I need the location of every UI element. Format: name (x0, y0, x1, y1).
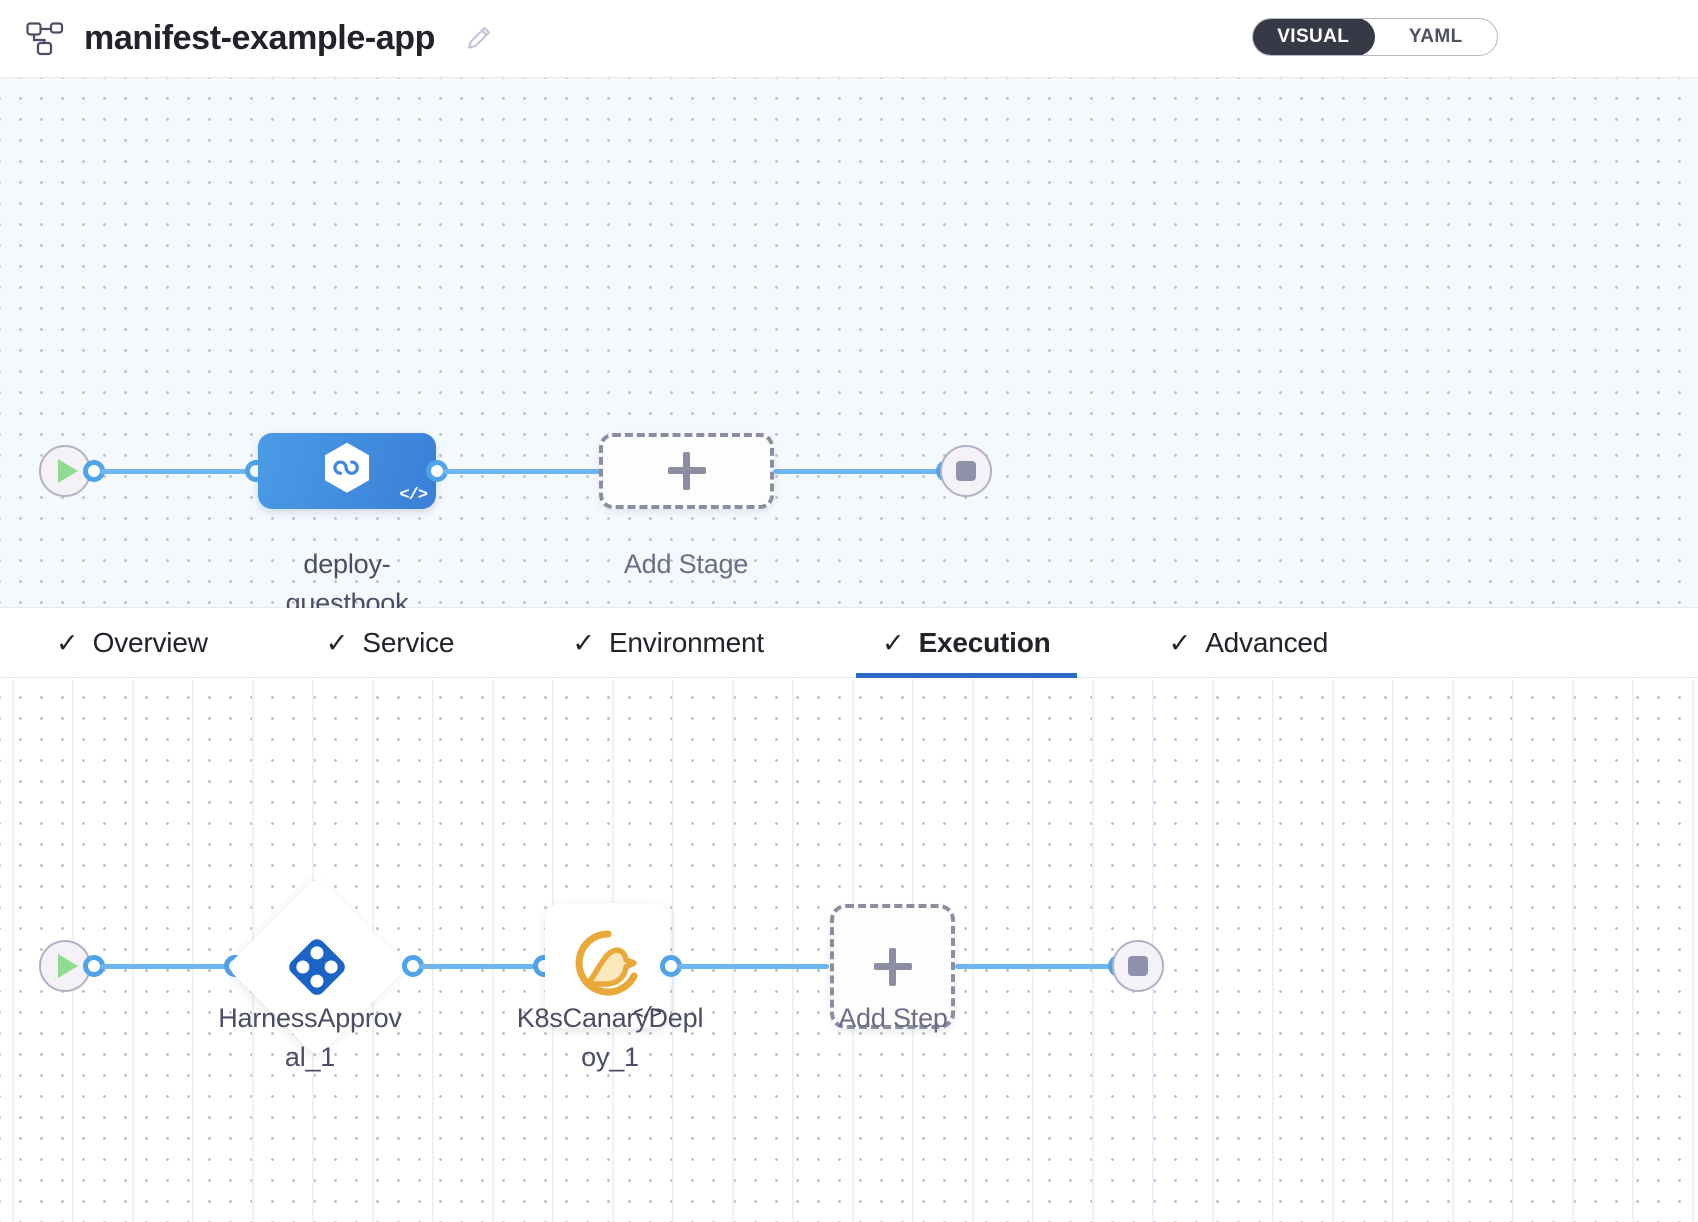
stage-graph-canvas[interactable]: </> deploy- guestbook Add Stage (0, 78, 1698, 618)
edge-canary-to-addstep (677, 964, 829, 969)
tab-environment-label: Environment (608, 627, 764, 658)
stage-label-line-1: deploy- (303, 549, 391, 579)
stage-code-badge-icon: </> (399, 486, 428, 505)
step-node-k8s-canary-deploy[interactable]: </> (545, 903, 670, 1028)
execution-end-node[interactable] (1112, 940, 1164, 992)
edge-start-to-stage (100, 469, 255, 474)
mode-option-yaml[interactable]: YAML (1408, 26, 1463, 47)
edge-start-to-approval (100, 964, 232, 969)
plus-icon (667, 452, 706, 490)
stage-config-tabs: ✓ Overview ✓ Service ✓ Environment ✓ Exe… (0, 608, 1698, 678)
check-icon: ✓ (325, 627, 349, 658)
pipeline-end-node[interactable] (940, 445, 992, 497)
edge-addstage-to-end (773, 469, 948, 474)
pencil-edit-icon[interactable] (463, 24, 493, 54)
mode-option-visual[interactable]: VISUAL (1253, 19, 1375, 55)
play-icon (57, 954, 78, 978)
page-title: manifest-example-app (84, 19, 435, 57)
tab-advanced-label: Advanced (1205, 627, 1329, 658)
tab-overview-label: Overview (92, 627, 208, 658)
view-mode-toggle[interactable]: VISUAL YAML (1252, 18, 1498, 56)
tab-environment[interactable]: ✓ Environment (546, 608, 790, 678)
add-stage-button[interactable] (599, 433, 774, 509)
canary-code-badge-icon: </> (633, 1005, 662, 1024)
step-node-harness-approval[interactable] (226, 876, 408, 1058)
check-icon: ✓ (1168, 627, 1192, 658)
check-icon: ✓ (572, 627, 595, 658)
tab-overview[interactable]: ✓ Overview (30, 608, 234, 678)
check-icon: ✓ (881, 627, 905, 658)
tab-execution[interactable]: ✓ Execution (855, 608, 1077, 678)
edge-approval-to-canary (419, 964, 544, 969)
tab-advanced[interactable]: ✓ Advanced (1143, 608, 1355, 678)
header-left-group: manifest-example-app (0, 19, 493, 58)
pipeline-start-node[interactable] (39, 445, 91, 497)
edge-stage-to-addstage (443, 469, 603, 474)
canary-bird-icon (572, 927, 644, 999)
execution-start-node[interactable] (39, 940, 91, 992)
play-icon (57, 459, 78, 483)
page-header: manifest-example-app VISUAL YAML (0, 0, 1698, 78)
execution-graph-canvas[interactable]: HarnessApprov al_1 </> K8sCanaryDepl oy_… (0, 679, 1698, 1222)
edge-addstep-to-end (955, 964, 1115, 969)
add-stage-label: Add Stage (623, 549, 749, 579)
stop-icon (1128, 956, 1148, 976)
tab-execution-label: Execution (918, 627, 1051, 658)
stage-node-deploy-guestbook[interactable]: </> (258, 433, 436, 509)
harness-deployment-hexagon-icon (319, 441, 375, 497)
canary-label-line-2: oy_1 (581, 1042, 639, 1073)
add-step-button[interactable] (830, 904, 955, 1029)
stop-icon (956, 461, 976, 481)
tab-service-label: Service (362, 627, 455, 658)
plus-icon (873, 947, 912, 986)
pipeline-icon (26, 21, 66, 56)
check-icon: ✓ (56, 627, 79, 658)
tab-service[interactable]: ✓ Service (300, 608, 481, 678)
